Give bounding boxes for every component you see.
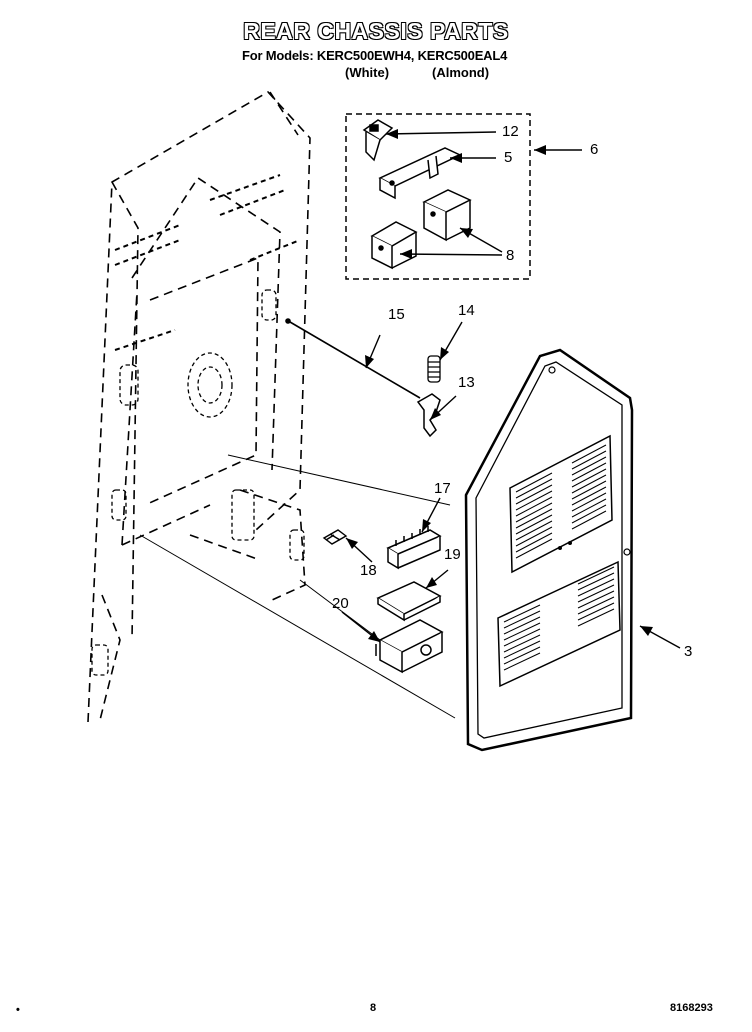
- doc-number: 8168293: [670, 1002, 713, 1014]
- range-chassis-outline: [87, 90, 311, 723]
- part-12-clip: [362, 119, 394, 162]
- page-title: REAR CHASSIS PARTS: [243, 18, 509, 44]
- guide-lines: [139, 454, 456, 719]
- callout-19: 19: [444, 546, 461, 563]
- leader-arrowheads: [346, 129, 653, 642]
- footer-dot: •: [16, 1004, 20, 1016]
- assembly-box-6: [345, 113, 531, 280]
- part-19-plate: [376, 581, 442, 622]
- callout-17: 17: [434, 480, 451, 497]
- callout-15: 15: [388, 306, 405, 323]
- part-3-rear-panel: [464, 348, 634, 752]
- chassis-cutouts: [91, 289, 305, 676]
- chassis-vent-marks: [114, 174, 301, 351]
- part-18-clip: [322, 529, 348, 545]
- callout-3: 3: [684, 643, 693, 660]
- callout-18: 18: [360, 562, 377, 579]
- callout-14: 14: [458, 302, 475, 319]
- callout-20: 20: [332, 595, 349, 612]
- page-number: 8: [370, 1002, 377, 1014]
- model-color-almond: (Almond): [432, 65, 490, 80]
- part-17-terminal-block: [386, 526, 442, 570]
- callout-8: 8: [506, 247, 515, 264]
- part-13-latch: [416, 393, 441, 438]
- callout-6: 6: [590, 141, 599, 158]
- part-15-rod: [285, 318, 421, 399]
- part-14-spring: [427, 355, 441, 383]
- callout-13: 13: [458, 374, 475, 391]
- part-5-bracket: [378, 147, 462, 200]
- models-line: For Models: KERC500EWH4, KERC500EAL4: [242, 48, 508, 63]
- callout-12: 12: [502, 123, 519, 140]
- callout-5: 5: [504, 149, 513, 166]
- part-8-bracket-a: [422, 189, 472, 242]
- part-20-bracket: [375, 619, 444, 674]
- model-color-white: (White): [345, 65, 390, 80]
- part-8-bracket-b: [370, 221, 418, 270]
